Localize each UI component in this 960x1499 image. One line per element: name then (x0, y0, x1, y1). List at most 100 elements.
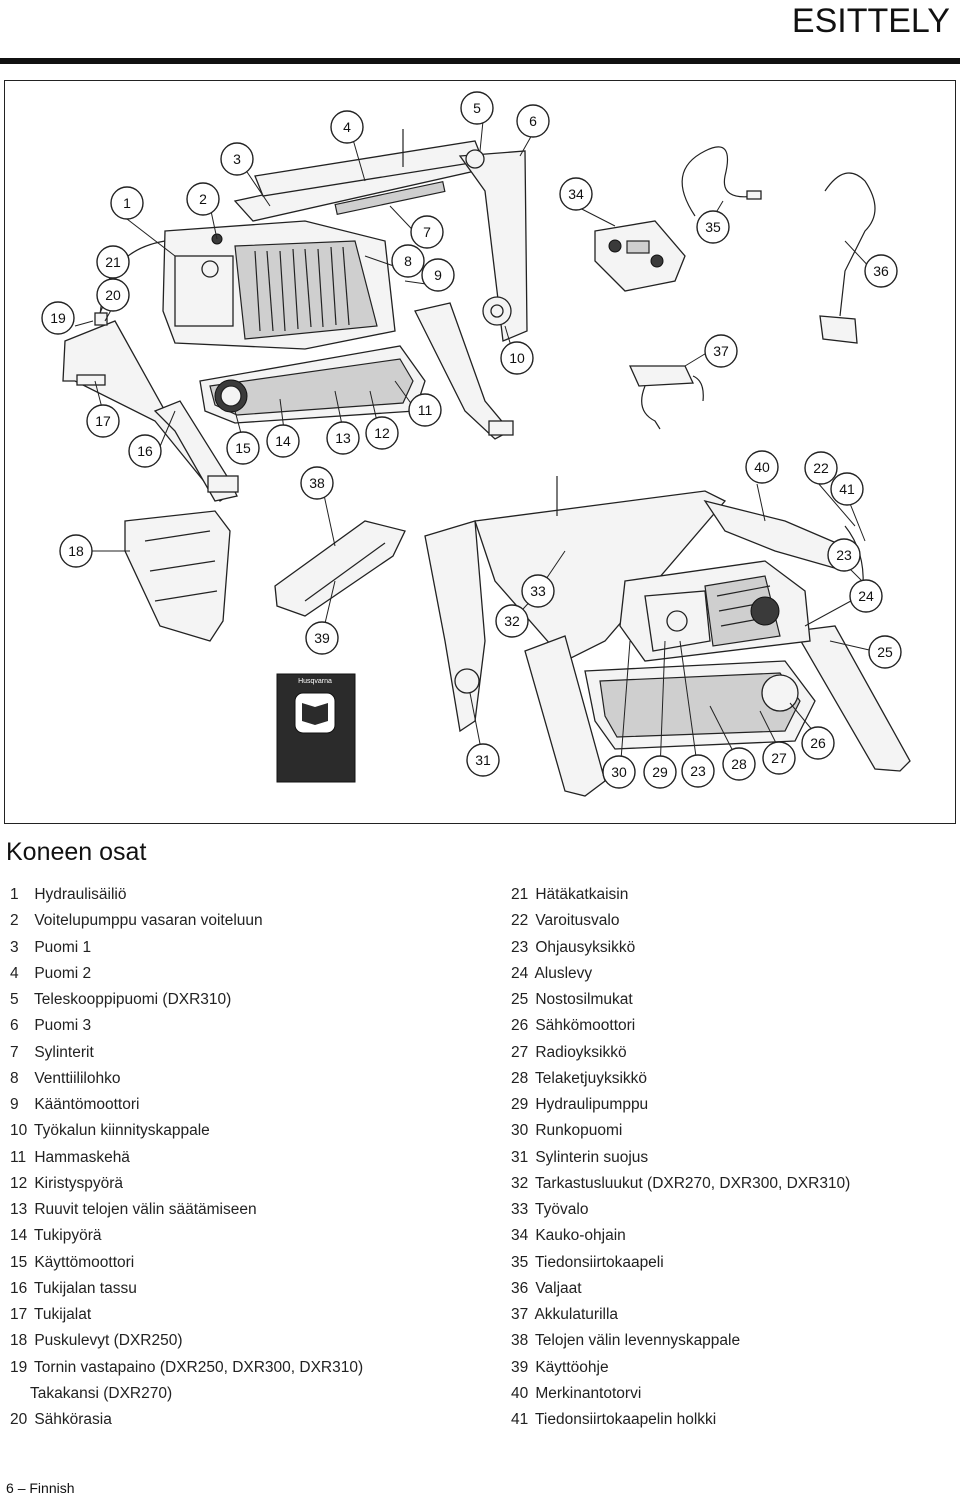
svg-text:30: 30 (611, 764, 627, 780)
svg-text:17: 17 (95, 413, 111, 429)
callout: 12 (365, 416, 399, 450)
list-item: 18 Puskulevyt (DXR250) (10, 1332, 183, 1350)
machine-drawing: Husqvarna (41, 91, 911, 797)
svg-text:25: 25 (877, 644, 893, 660)
svg-text:37: 37 (713, 343, 729, 359)
svg-text:20: 20 (105, 287, 121, 303)
drive-motor-hub (220, 385, 242, 407)
svg-text:18: 18 (68, 543, 84, 559)
svg-text:19: 19 (50, 310, 66, 326)
callout: 33 (521, 574, 555, 608)
callout: 25 (868, 635, 902, 669)
electric-motor (704, 575, 781, 647)
list-item: 19 Tornin vastapaino (DXR250, DXR300, DX… (10, 1358, 364, 1376)
callout: 27 (762, 741, 796, 775)
svg-text:35: 35 (705, 219, 721, 235)
page-title: ESITTELY (791, 2, 950, 40)
list-item: 15 Käyttömoottori (10, 1253, 135, 1271)
charger-cable (641, 385, 661, 430)
support-leg-foot-left (76, 374, 106, 386)
callout: 35 (696, 210, 730, 244)
svg-text:31: 31 (475, 752, 491, 768)
svg-text:7: 7 (423, 224, 431, 240)
callout-numbers: 1 2 3 4 5 6 7 8 9 10 11 12 13 14 15 16 1… (41, 91, 902, 789)
section-title: Koneen osat (6, 838, 147, 866)
callout: 23 (681, 754, 715, 788)
outrigger-front-right (793, 625, 911, 772)
joystick-left (608, 239, 622, 253)
svg-text:16: 16 (137, 443, 153, 459)
svg-text:23: 23 (836, 547, 852, 563)
hydraulic-hoses (254, 246, 350, 332)
callout: 21 (96, 245, 130, 279)
svg-text:36: 36 (873, 263, 889, 279)
footer-language: Finnish (29, 1480, 75, 1496)
outrigger-front-left (524, 635, 606, 797)
counterweight-plug (94, 312, 108, 326)
list-item: 1 Hydraulisäiliö (10, 886, 127, 903)
list-item: 22 Varoitusvalo (511, 912, 620, 930)
callout: 11 (408, 393, 442, 427)
front-track-belt (599, 672, 801, 738)
list-item: 29 Hydraulipumppu (511, 1096, 649, 1113)
svg-text:34: 34 (568, 186, 584, 202)
callout: 29 (643, 755, 677, 789)
callout: 26 (801, 726, 835, 760)
svg-text:5: 5 (473, 100, 481, 116)
motor-fan (750, 596, 780, 626)
support-leg-foot-rear (207, 475, 239, 493)
svg-text:23: 23 (690, 763, 706, 779)
list-item: 12 Kiristyspyörä (10, 1174, 124, 1192)
callout: 16 (128, 434, 162, 468)
support-leg-foot-right (488, 420, 514, 436)
svg-text:8: 8 (404, 253, 412, 269)
callout: 36 (864, 254, 898, 288)
list-item: 9 Kääntömoottori (10, 1096, 140, 1113)
list-item: 32 Tarkastusluukut (DXR270, DXR300, DXR3… (511, 1174, 851, 1192)
list-item: 24 Aluslevy (511, 964, 593, 982)
harness-buckle (819, 315, 858, 344)
svg-text:9: 9 (434, 267, 442, 283)
list-item: 25 Nostosilmukat (511, 991, 633, 1008)
list-item: 4 Puomi 2 (10, 964, 92, 982)
callout: 7 (410, 215, 444, 249)
callout: 41 (830, 472, 864, 506)
machine-illustration: Husqvarna (4, 80, 956, 824)
callout: 34 (559, 177, 593, 211)
front-boom-arm (424, 520, 486, 733)
list-item: 21 Hätäkatkaisin (511, 886, 629, 903)
callout: 37 (704, 334, 738, 368)
list-item: 30 Runkopuomi (511, 1122, 623, 1140)
callout: 6 (516, 104, 550, 138)
front-drive-wheel (761, 674, 799, 712)
list-item: 20 Sähkörasia (10, 1411, 112, 1428)
svg-text:32: 32 (504, 613, 520, 629)
remote-display (626, 240, 650, 254)
data-cable (681, 146, 756, 217)
track-belt (209, 358, 414, 416)
svg-text:11: 11 (418, 402, 433, 418)
harness-strap (824, 172, 876, 317)
svg-text:27: 27 (771, 750, 787, 766)
callout: 5 (460, 91, 494, 125)
tank-cap (201, 260, 219, 278)
list-item: 2 Voitelupumppu vasaran voiteluun (10, 912, 263, 930)
callout: 14 (266, 424, 300, 458)
list-item: 23 Ohjausyksikkö (511, 938, 636, 956)
svg-text:1: 1 (123, 195, 131, 211)
track-extension-edge (304, 542, 386, 602)
svg-text:14: 14 (275, 433, 291, 449)
svg-text:40: 40 (754, 459, 770, 475)
list-item: 26 Sähkömoottori (511, 1017, 636, 1035)
svg-text:22: 22 (813, 460, 829, 476)
callout: 28 (722, 747, 756, 781)
callout: 15 (226, 431, 260, 465)
front-boom (474, 490, 727, 662)
svg-text:33: 33 (530, 583, 546, 599)
callout: 2 (186, 182, 220, 216)
svg-text:29: 29 (652, 764, 668, 780)
list-item: 14 Tukipyörä (10, 1227, 102, 1245)
list-item: 17 Tukijalat (10, 1306, 92, 1323)
svg-text:6: 6 (529, 113, 537, 129)
list-item: 16 Tukijalan tassu (10, 1279, 137, 1297)
